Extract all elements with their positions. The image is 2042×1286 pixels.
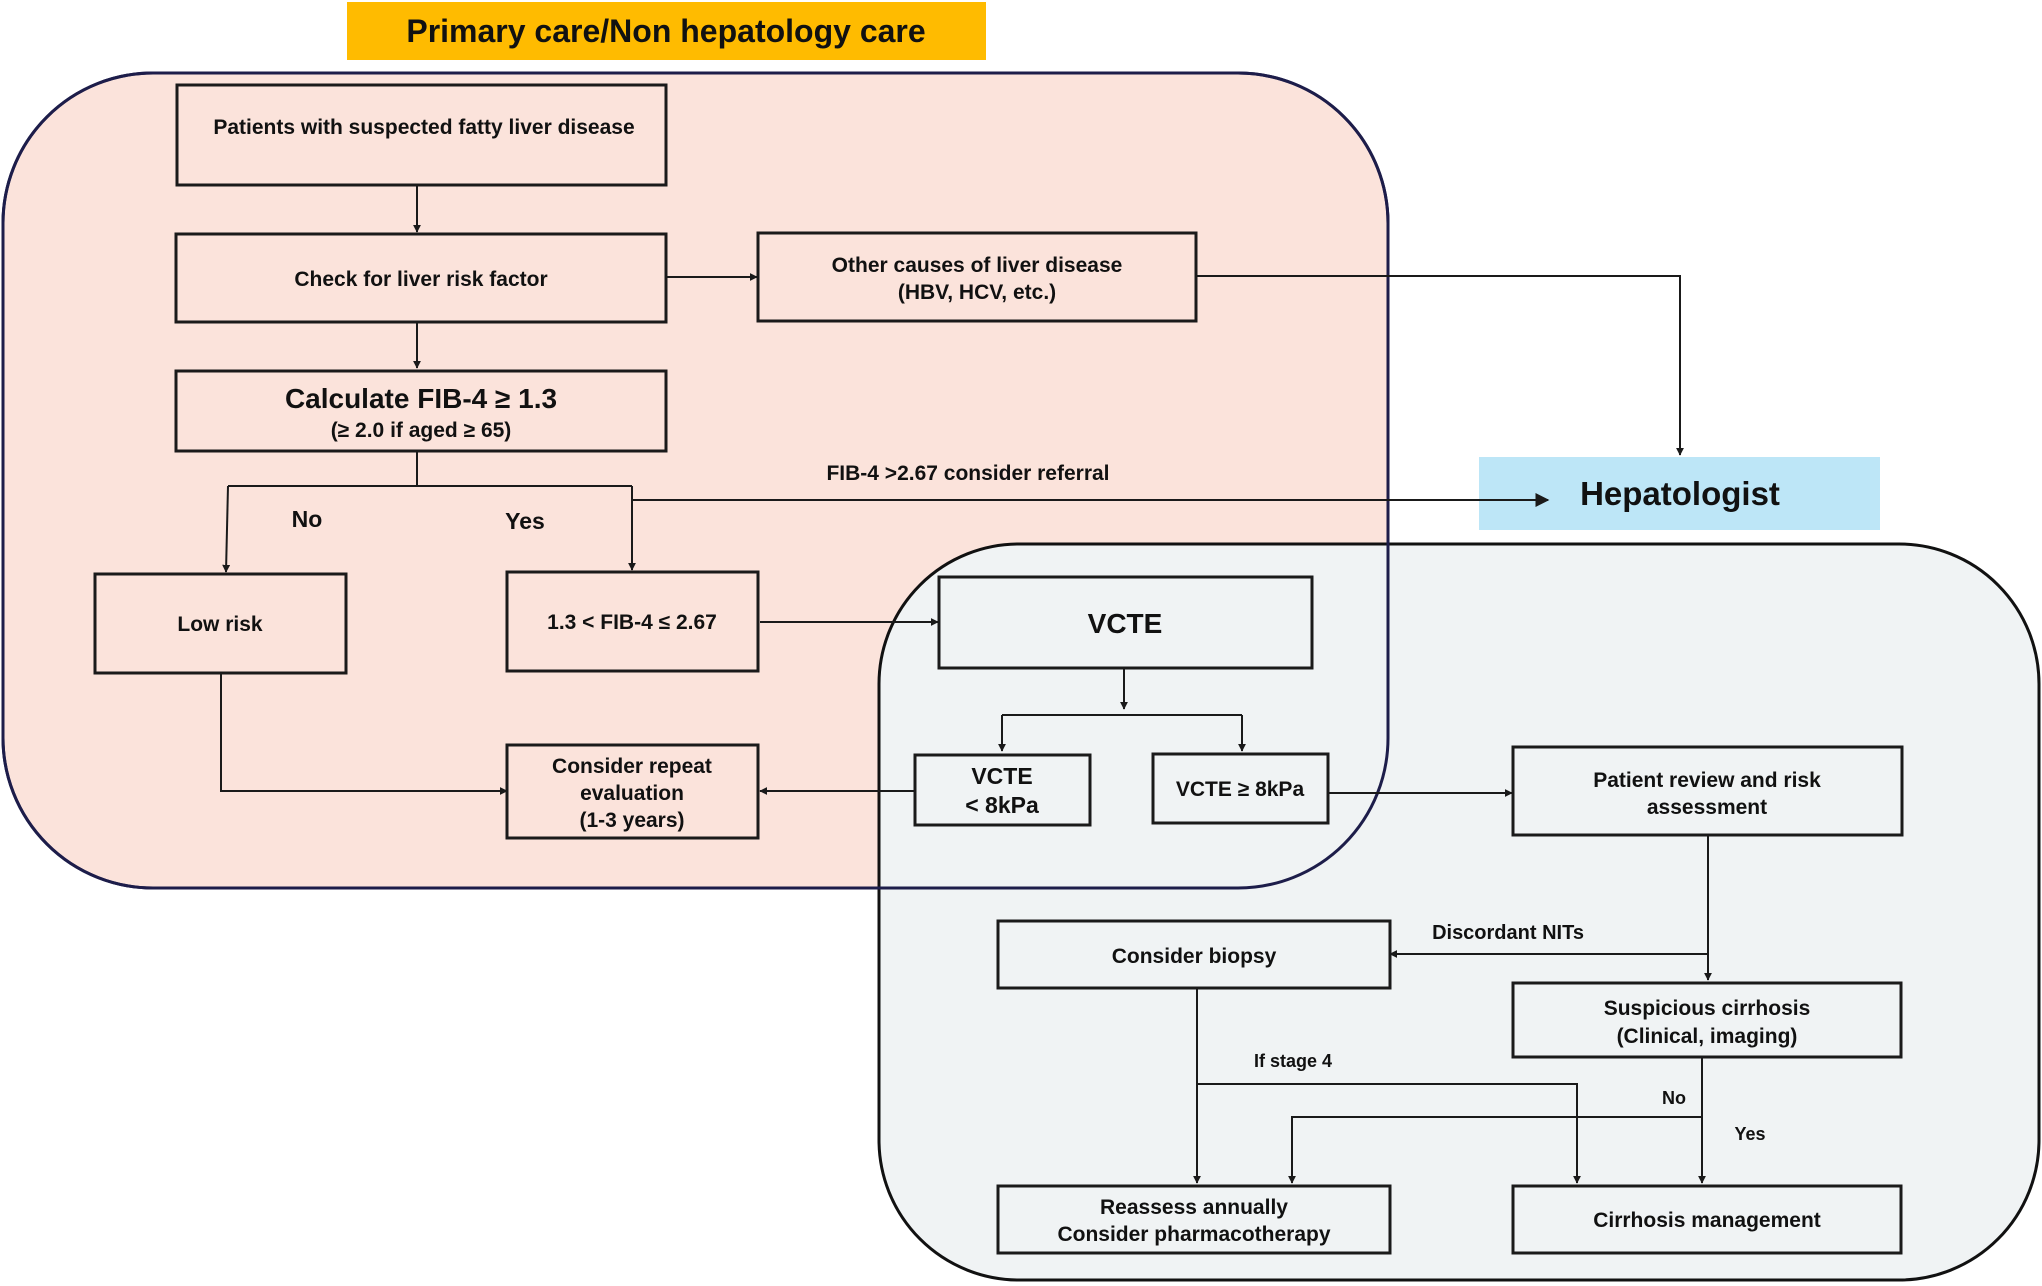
arrow-low-risk-to-repeat: [220, 673, 508, 795]
label-yes-right: Yes: [1734, 1124, 1765, 1144]
box-vcte-low: [913, 753, 1092, 827]
connector-fib4-split: [228, 451, 632, 487]
text-vcte-high: VCTE ≥ 8kPa: [1176, 778, 1305, 801]
text-repeat-line3: (1-3 years): [579, 809, 684, 832]
label-if-stage4: If stage 4: [1254, 1051, 1332, 1071]
hepatology-care-region: [877, 542, 2041, 1282]
text-fib4-line1: Calculate FIB-4 ≥ 1.3: [285, 383, 557, 414]
text-repeat-line1: Consider repeat: [552, 755, 712, 778]
box-repeat-evaluation: [505, 743, 760, 840]
text-consider-biopsy: Consider biopsy: [1112, 945, 1277, 968]
arrow-stage4-to-cirrhosis: [1197, 1083, 1581, 1184]
label-yes-left: Yes: [505, 508, 545, 534]
box-fib4-range: [505, 570, 760, 673]
box-patient-review: [1511, 745, 1904, 837]
text-other-causes-line1: Other causes of liver disease: [832, 254, 1123, 277]
hepatologist-label: Hepatologist: [1580, 475, 1780, 512]
text-suspected-fatty-liver: Patients with suspected fatty liver dise…: [213, 116, 634, 139]
text-vcte-low-line1: VCTE: [971, 763, 1032, 789]
primary-care-header-title: Primary care/Non hepatology care: [406, 13, 925, 49]
text-vcte-low-line2: < 8kPa: [965, 792, 1039, 818]
box-suspected-fatty-liver: [175, 83, 668, 187]
text-vcte: VCTE: [1088, 608, 1163, 639]
text-fib4-range: 1.3 < FIB-4 ≤ 2.67: [547, 611, 717, 634]
text-repeat-line2: evaluation: [580, 782, 684, 805]
text-liver-risk-factor: Check for liver risk factor: [294, 268, 547, 291]
label-no-left: No: [292, 506, 323, 532]
box-other-causes: [756, 231, 1198, 323]
label-discordant: Discordant NITs: [1432, 922, 1584, 944]
text-review-line1: Patient review and risk: [1593, 769, 1821, 792]
text-cirrhosis-management: Cirrhosis management: [1593, 1209, 1821, 1232]
box-vcte: [937, 575, 1314, 670]
box-low-risk: [93, 572, 348, 675]
box-cirrhosis-management: [1511, 1184, 1903, 1255]
text-review-line2: assessment: [1647, 796, 1767, 819]
text-suspicious-line1: Suspicious cirrhosis: [1604, 997, 1811, 1020]
primary-care-region-outline: [1, 71, 1390, 890]
arrow-suspicious-no-to-reassess: [1288, 1116, 1702, 1184]
text-other-causes-line2: (HBV, HCV, etc.): [898, 281, 1056, 304]
box-calculate-fib4: [174, 369, 668, 453]
label-no-right: No: [1662, 1088, 1686, 1108]
text-reassess-line2: Consider pharmacotherapy: [1057, 1223, 1330, 1246]
text-low-risk: Low risk: [177, 613, 263, 636]
text-suspicious-line2: (Clinical, imaging): [1617, 1025, 1798, 1048]
text-reassess-line1: Reassess annually: [1100, 1196, 1288, 1219]
box-vcte-high: [1151, 752, 1330, 825]
box-liver-risk-factor: [174, 232, 668, 324]
box-reassess-annually: [996, 1184, 1392, 1255]
arrow-fib4-no-to-low-risk: [222, 485, 231, 573]
box-consider-biopsy: [996, 919, 1392, 990]
primary-care-header-banner: [347, 2, 986, 60]
label-referral: FIB-4 >2.67 consider referral: [826, 462, 1109, 485]
text-fib4-line2: (≥ 2.0 if aged ≥ 65): [331, 419, 512, 442]
box-suspicious-cirrhosis: [1511, 981, 1903, 1059]
arrow-other-causes-to-hepatologist: [1196, 275, 1684, 456]
